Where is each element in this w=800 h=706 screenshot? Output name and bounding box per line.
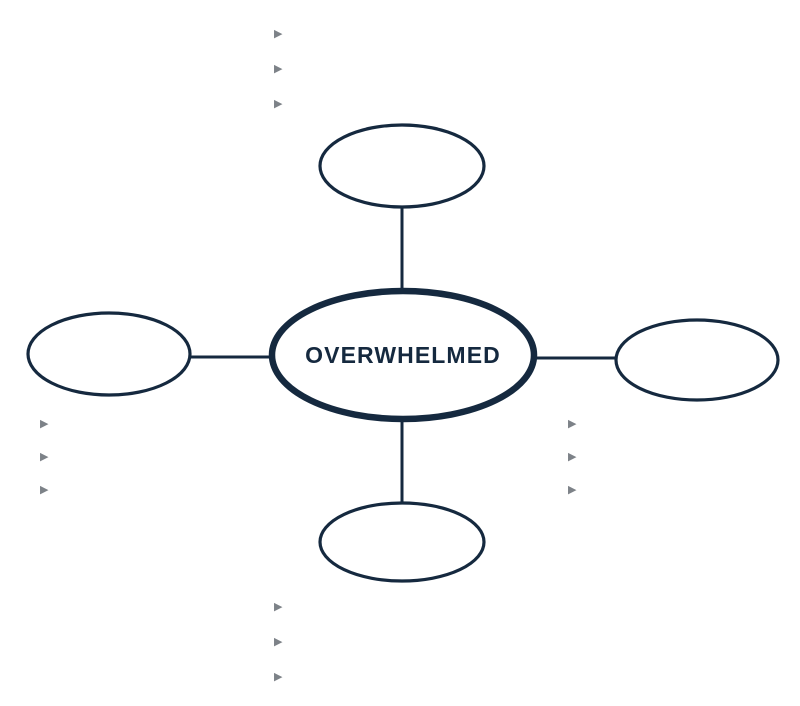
list-item[interactable]: ▶ bbox=[274, 671, 288, 683]
list-item[interactable]: ▶ bbox=[274, 63, 288, 75]
triangle-bullet-icon: ▶ bbox=[274, 28, 283, 40]
list-item[interactable]: ▶ bbox=[40, 418, 54, 430]
branch-node-bottom[interactable] bbox=[318, 501, 486, 583]
center-node-ellipse[interactable] bbox=[268, 287, 538, 423]
bullet-list-right: ▶ ▶ ▶ bbox=[568, 418, 582, 517]
list-item[interactable]: ▶ bbox=[274, 28, 288, 40]
list-item[interactable]: ▶ bbox=[40, 451, 54, 463]
triangle-bullet-icon: ▶ bbox=[274, 63, 283, 75]
triangle-bullet-icon: ▶ bbox=[568, 484, 577, 496]
triangle-bullet-icon: ▶ bbox=[40, 451, 49, 463]
bullet-list-top: ▶ ▶ ▶ bbox=[274, 28, 288, 133]
triangle-bullet-icon: ▶ bbox=[274, 636, 283, 648]
center-node[interactable]: OVERWHELMED bbox=[268, 287, 538, 423]
list-item[interactable]: ▶ bbox=[274, 98, 288, 110]
triangle-bullet-icon: ▶ bbox=[568, 451, 577, 463]
branch-node-top[interactable] bbox=[318, 123, 486, 209]
branch-bottom-ellipse[interactable] bbox=[318, 501, 486, 583]
branch-node-left[interactable] bbox=[26, 311, 192, 397]
branch-right-ellipse[interactable] bbox=[614, 318, 780, 402]
list-item[interactable]: ▶ bbox=[274, 636, 288, 648]
center-node-label: OVERWHELMED bbox=[305, 342, 501, 368]
list-item[interactable]: ▶ bbox=[274, 601, 288, 613]
triangle-bullet-icon: ▶ bbox=[40, 418, 49, 430]
list-item[interactable]: ▶ bbox=[568, 451, 582, 463]
bullet-list-left: ▶ ▶ ▶ bbox=[40, 418, 54, 517]
list-item[interactable]: ▶ bbox=[568, 418, 582, 430]
triangle-bullet-icon: ▶ bbox=[274, 671, 283, 683]
branch-node-right[interactable] bbox=[614, 318, 780, 402]
list-item[interactable]: ▶ bbox=[40, 484, 54, 496]
triangle-bullet-icon: ▶ bbox=[274, 601, 283, 613]
triangle-bullet-icon: ▶ bbox=[274, 98, 283, 110]
triangle-bullet-icon: ▶ bbox=[40, 484, 49, 496]
list-item[interactable]: ▶ bbox=[568, 484, 582, 496]
connector-group bbox=[188, 205, 619, 506]
branch-left-ellipse[interactable] bbox=[26, 311, 192, 397]
bullet-list-bottom: ▶ ▶ ▶ bbox=[274, 601, 288, 706]
triangle-bullet-icon: ▶ bbox=[568, 418, 577, 430]
branch-top-ellipse[interactable] bbox=[318, 123, 486, 209]
